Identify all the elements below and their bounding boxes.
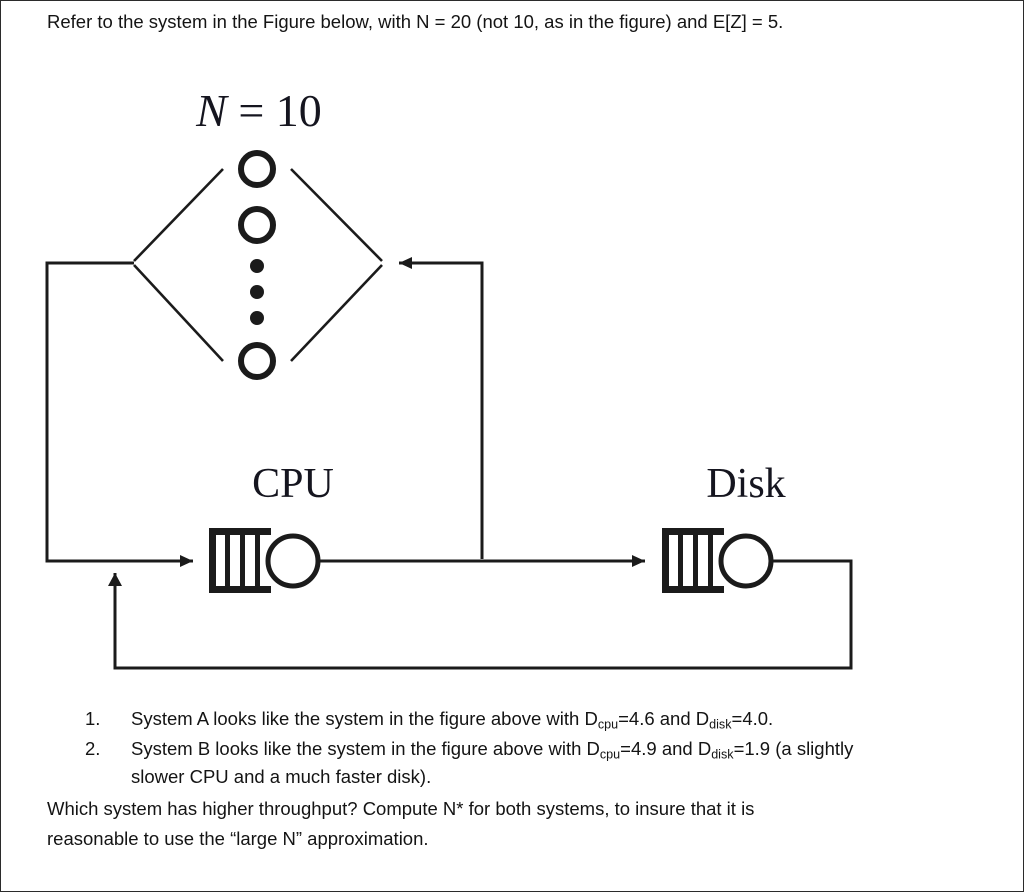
list-item-text-mid: =4.6 and D [618, 708, 710, 729]
list-item-sub-cpu: cpu [599, 747, 621, 762]
terminals-count-label: N = 10 [195, 85, 322, 136]
disk-server [718, 533, 774, 589]
fanout-line-upper-left [133, 168, 224, 262]
question-body: 1. System A looks like the system in the… [1, 705, 1024, 854]
fanout-line-lower-left [133, 264, 224, 362]
ellipsis-dot-2 [250, 285, 264, 299]
closing-line-1: Which system has higher throughput? Comp… [47, 797, 755, 819]
disk-to-cpu-feedback-path [108, 559, 853, 670]
list-item-text-post: =1.9 (a slightly [733, 737, 854, 759]
figure-svg: N = 10 CPU [45, 85, 853, 670]
list-item-text-line2: slower CPU and a much faster disk). [131, 766, 432, 787]
ellipsis-dot-3 [250, 311, 264, 325]
cpu-label: CPU [252, 461, 334, 507]
list-item-number: 2. [85, 737, 101, 759]
prompt-text: Refer to the system in the Figure below,… [47, 11, 784, 32]
list-item-sub-disk: disk [711, 747, 734, 762]
terminals-to-cpu-path [45, 261, 193, 567]
disk-queue [662, 528, 724, 593]
fanin-line-lower-right [290, 264, 383, 362]
system-figure: N = 10 CPU [1, 53, 1024, 693]
list-item-text-mid: =4.9 and D [620, 737, 712, 759]
return-to-terminals-path [399, 257, 484, 559]
terminal-node-1 [238, 150, 276, 188]
closing-paragraph: Which system has higher throughput? Comp… [1, 794, 1024, 854]
list-item: 2. System B looks like the system in the… [1, 735, 1024, 792]
ellipsis-dot-1 [250, 259, 264, 273]
disk-label: Disk [706, 461, 785, 507]
list-item: 1. System A looks like the system in the… [1, 705, 1024, 734]
list-item-text-pre: System B looks like the system in the fi… [131, 737, 600, 759]
list-item-text-post: =4.0. [731, 708, 774, 729]
list-item-text-pre: System A looks like the system in the fi… [131, 708, 598, 729]
list-item-sub-disk: disk [709, 717, 732, 732]
list-item-sub-cpu: cpu [597, 717, 619, 732]
cpu-queue [209, 528, 271, 593]
closing-line-2: reasonable to use the “large N” approxim… [47, 827, 429, 849]
terminal-node-2 [238, 206, 276, 244]
fanin-line-upper-right [290, 168, 383, 262]
list-item-number: 1. [85, 708, 101, 729]
terminal-node-3 [238, 342, 276, 380]
cpu-server [265, 533, 321, 589]
system-list: 1. System A looks like the system in the… [1, 705, 1024, 792]
